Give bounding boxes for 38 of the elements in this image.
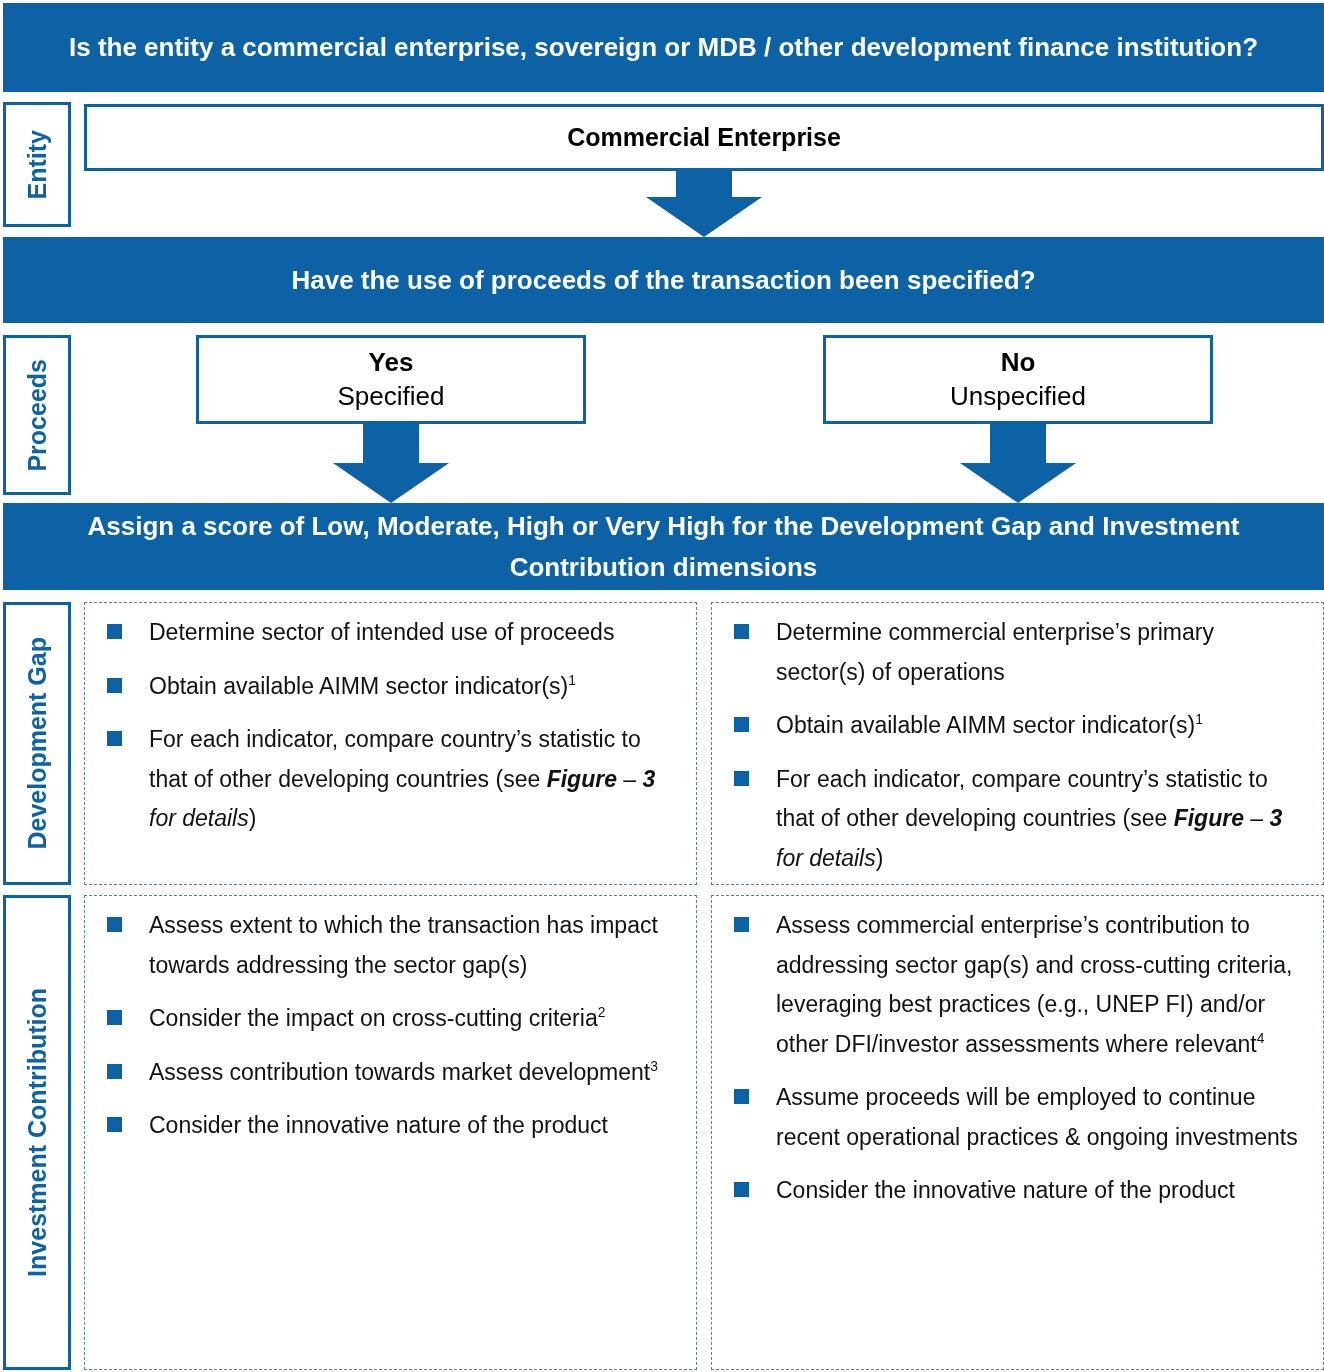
bullet-text: For each indicator, compare country’s statistic to that of other developing countries (see Figure – 3 for details)	[776, 764, 1284, 873]
bullet-text: Consider the innovative nature of the product	[149, 1111, 608, 1141]
answer-detail: Unspecified	[950, 379, 1086, 413]
label-frame	[3, 895, 71, 1370]
label-frame	[3, 335, 71, 495]
entity-box: Commercial Enterprise	[84, 104, 1324, 171]
step-panel	[711, 895, 1324, 1370]
bullet-text: Consider the innovative nature of the product	[776, 1176, 1235, 1206]
bullet-text: Assess contribution towards market development$^{3}$	[149, 1057, 658, 1087]
block-arrow	[646, 171, 762, 237]
bullet-text: Consider the impact on cross-cutting criteria$^{2}$	[149, 1004, 606, 1034]
answer-box	[196, 335, 586, 424]
bullet-text: For each indicator, compare country’s statistic to that of other developing countries (see Figure – 3 for details)	[149, 725, 657, 834]
question-banner: Is the entity a commercial enterprise, sovereign or MDB / other development finance institution?	[3, 3, 1324, 92]
label-frame	[3, 602, 71, 885]
step-panel	[711, 602, 1324, 885]
block-arrow	[333, 424, 449, 503]
answer-title: Yes	[368, 345, 414, 379]
bullet-text: Obtain available AIMM sector indicator(s)$^{1}$	[776, 711, 1203, 741]
section-label: Entity	[22, 129, 52, 200]
bullet-text: Obtain available AIMM sector indicator(s)$^{1}$	[149, 671, 576, 701]
block-arrow	[960, 424, 1076, 503]
answer-detail: Specified	[337, 379, 445, 413]
step-panel	[84, 895, 697, 1370]
section-label: Development Gap	[22, 637, 52, 850]
bullet-text: Assess commercial enterprise’s contribution to addressing sector gap(s) and cross-cutting criteria, leveraging best practices (e.g., UNEP FI) and/or other DFI/investor assessments where relevant$^{4}$	[776, 911, 1294, 1059]
question-banner: Assign a score of Low, Moderate, High or Very High for the Development Gap and Investment Contribution dimensions	[3, 503, 1324, 590]
bullet-text: Determine sector of intended use of proceeds	[149, 618, 615, 647]
answer-box	[823, 335, 1213, 424]
bullet-text: Assume proceeds will be employed to continue recent operational practices & ongoing investments	[776, 1083, 1299, 1152]
label-frame	[3, 102, 71, 227]
section-label: Proceeds	[22, 358, 52, 472]
bullet-text: Determine commercial enterprise’s primary sector(s) of operations	[776, 618, 1215, 687]
question-banner: Have the use of proceeds of the transaction been specified?	[3, 237, 1324, 323]
bullet-text: Assess extent to which the transaction has impact towards addressing the sector gap(s)	[149, 911, 659, 980]
step-panel	[84, 602, 697, 885]
answer-title: No	[1000, 345, 1036, 379]
section-label: Investment Contribution	[22, 988, 52, 1277]
